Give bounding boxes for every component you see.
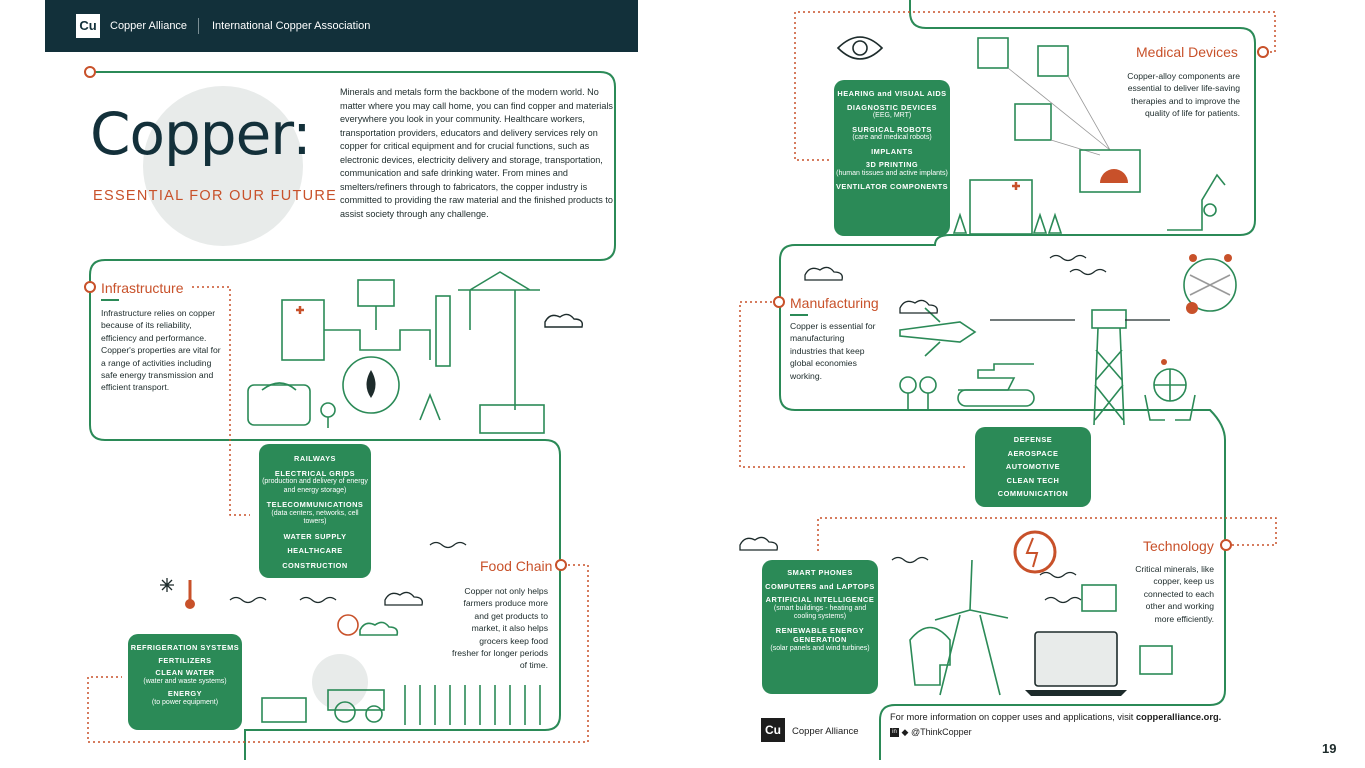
list-item: TELECOMMUNICATIONS(data centers, network… bbox=[266, 500, 364, 526]
food-chain-body: Copper not only helps farmers produce mo… bbox=[452, 586, 549, 671]
list-item: SURGICAL ROBOTS(care and medical robots) bbox=[852, 124, 932, 142]
list-item: VENTILATOR COMPONENTS bbox=[835, 182, 949, 192]
infrastructure-list: RAILWAYS ELECTRICAL GRIDS(production and… bbox=[259, 444, 371, 578]
footer-alliance: Copper Alliance bbox=[792, 726, 859, 737]
footer-social: in ◆ @ThinkCopper bbox=[890, 727, 972, 738]
page-subtitle: ESSENTIAL FOR OUR FUTURE bbox=[93, 188, 338, 204]
title-circle bbox=[143, 86, 303, 246]
technology-list: SMART PHONES COMPUTERS and LAPTOPS ARTIF… bbox=[762, 560, 878, 694]
list-item: 3D PRINTING(human tissues and active imp… bbox=[836, 160, 948, 177]
list-item: AUTOMOTIVE bbox=[1005, 462, 1061, 472]
list-item: DEFENSE bbox=[1013, 435, 1053, 444]
list-item: CLEAN TECH bbox=[1006, 475, 1060, 485]
social-handle[interactable]: @ThinkCopper bbox=[910, 727, 972, 737]
list-item: COMMUNICATION bbox=[997, 489, 1069, 499]
list-item: ENERGY(to power equipment) bbox=[151, 689, 219, 706]
header-alliance: Copper Alliance bbox=[110, 20, 188, 32]
list-item: CLEAN WATER(water and waste systems) bbox=[143, 668, 227, 685]
list-item: REFRIGERATION SYSTEMS bbox=[130, 643, 240, 652]
infrastructure-underline bbox=[101, 299, 119, 301]
twitter-icon[interactable]: ◆ bbox=[901, 727, 909, 737]
infrastructure-body: Infrastructure relies on copper because … bbox=[101, 308, 221, 393]
list-item: IMPLANTS bbox=[871, 146, 913, 156]
page-number: 19 bbox=[1322, 741, 1337, 756]
header-association: International Copper Association bbox=[212, 20, 371, 32]
cu-logo: Cu bbox=[76, 14, 100, 38]
medical-body: Copper-alloy components are essential to… bbox=[1127, 71, 1240, 119]
manufacturing-title: Manufacturing bbox=[790, 295, 879, 311]
list-item: DIAGNOSTIC DEVICES(EEG, MRT) bbox=[847, 102, 937, 120]
list-item: ARTIFICIAL INTELLIGENCE(smart buildings … bbox=[765, 595, 875, 621]
manufacturing-underline bbox=[790, 314, 808, 316]
food-chain-title: Food Chain bbox=[480, 558, 553, 574]
header-divider bbox=[198, 18, 199, 34]
medical-title: Medical Devices bbox=[1136, 44, 1238, 60]
manufacturing-list: DEFENSE AEROSPACE AUTOMOTIVE CLEAN TECH … bbox=[975, 427, 1091, 507]
technology-body: Critical minerals, like copper, keep us … bbox=[1135, 564, 1214, 624]
footer-link[interactable]: copperalliance.org. bbox=[1135, 712, 1222, 722]
list-item: COMPUTERS and LAPTOPS bbox=[765, 581, 875, 591]
technology-title: Technology bbox=[1143, 538, 1214, 554]
manufacturing-body: Copper is essential for manufacturing in… bbox=[790, 321, 876, 381]
footer-info-text: For more information on copper uses and … bbox=[890, 712, 1136, 722]
list-item: AEROSPACE bbox=[1007, 448, 1059, 458]
food-chain-list: REFRIGERATION SYSTEMS FERTILIZERS CLEAN … bbox=[128, 634, 242, 730]
list-item: WATER SUPPLY bbox=[283, 531, 347, 541]
list-item: RENEWABLE ENERGY GENERATION(solar panels… bbox=[770, 625, 870, 652]
infrastructure-title: Infrastructure bbox=[101, 280, 184, 296]
list-item: FERTILIZERS bbox=[158, 655, 212, 665]
list-item: HEARING and VISUAL AIDS bbox=[837, 89, 947, 98]
list-item: SMART PHONES bbox=[787, 568, 853, 577]
footer-info: For more information on copper uses and … bbox=[890, 712, 1221, 722]
intro-paragraph: Minerals and metals form the backbone of… bbox=[340, 87, 613, 219]
list-item: CONSTRUCTION bbox=[282, 560, 348, 570]
footer-cu-logo: Cu bbox=[761, 718, 785, 742]
medical-list: HEARING and VISUAL AIDS DIAGNOSTIC DEVIC… bbox=[834, 80, 950, 236]
list-item: HEALTHCARE bbox=[287, 546, 343, 556]
list-item: ELECTRICAL GRIDS(production and delivery… bbox=[262, 468, 368, 494]
linkedin-icon[interactable]: in bbox=[890, 728, 899, 738]
page-title: Copper: bbox=[90, 100, 312, 168]
header-bar bbox=[45, 0, 638, 52]
list-item: RAILWAYS bbox=[294, 454, 336, 463]
